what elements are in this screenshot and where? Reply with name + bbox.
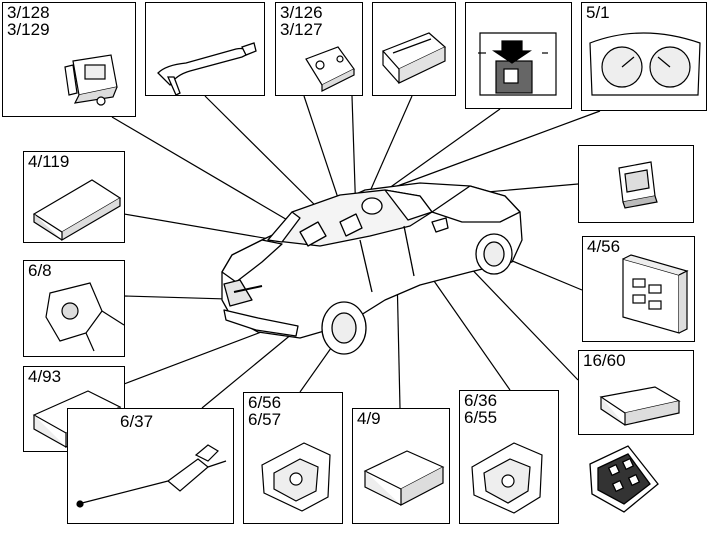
component-box [372,2,456,96]
component-box: 6/37 [67,408,234,524]
instrument-cluster-icon [589,32,701,96]
sensor-module-icon [305,46,355,92]
component-label: 4/93 [28,367,62,386]
release-cable-icon [76,444,227,508]
component-label: 4/119 [28,152,70,171]
component-label: 3/128 3/129 [7,3,50,39]
component-box: 4/56 [582,236,695,342]
component-box [578,145,694,223]
component-label: 4/9 [357,409,381,428]
component-box: 3/128 3/129 [2,2,136,117]
component-label: 4/56 [587,237,621,256]
component-label: 6/37 [120,412,154,431]
keyless-module-icon [599,386,681,426]
component-box: 3/126 3/127 [275,2,363,96]
central-electronic-module-icon [622,254,689,334]
component-box: 6/56 6/57 [243,392,343,524]
component-label: 3/126 3/127 [280,3,323,39]
component-box: 4/119 [23,151,125,243]
component-box: 16/60 [578,350,694,435]
trunk-lock-icon [45,282,125,352]
component-box: 4/9 [352,408,450,524]
component-box: 5/1 [581,2,707,111]
door-handle-icon [157,42,257,96]
fuel-door-button-icon [478,32,557,96]
component-label: 5/1 [586,3,610,22]
push-button-icon [618,161,658,209]
door-lock-icon [471,442,543,514]
component-label: 6/8 [28,261,52,280]
door-lock-icon [261,442,331,512]
remote-key-icon [589,445,659,513]
component-label: 6/36 6/55 [464,391,498,427]
component-box: 6/8 [23,260,125,357]
control-module-icon [32,179,122,242]
component-box [465,2,572,109]
switch-unit-icon [381,32,447,84]
component-label: 16/60 [583,351,626,370]
component-label: 6/56 6/57 [248,393,282,429]
component-box [145,2,265,96]
airbag-module-icon [363,450,445,506]
module-connector-icon [64,54,118,106]
component-box: 6/36 6/55 [459,390,559,524]
